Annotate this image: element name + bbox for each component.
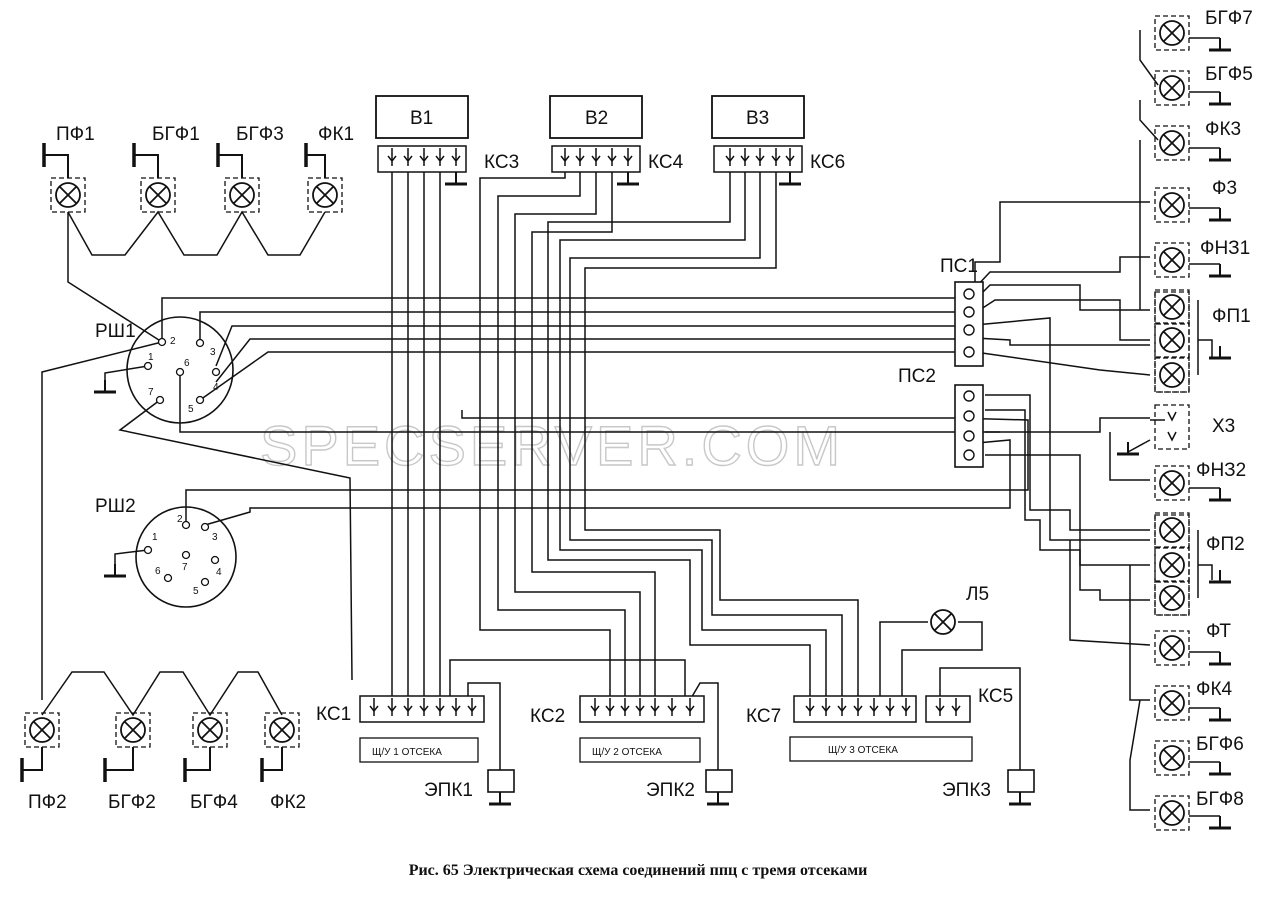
rsh1-pin-3: 3	[210, 347, 216, 358]
lamp-bgf7: БГФ7	[1154, 8, 1253, 52]
label-ks7: КС7	[746, 706, 781, 727]
wires	[41, 30, 1213, 811]
lamp-bgf2: БГФ2	[103, 712, 156, 813]
rsh2-pin-2: 2	[177, 514, 183, 525]
label-shu3: Щ/У 3 ОТСЕКА	[828, 745, 898, 756]
label-fk2: ФК2	[270, 792, 306, 813]
label-ps1: ПС1	[940, 256, 978, 277]
label-l5: Л5	[966, 584, 989, 605]
label-fk1: ФК1	[318, 124, 354, 145]
lamp-bgf6: БГФ6	[1154, 734, 1244, 776]
label-bgf7: БГФ7	[1205, 8, 1253, 29]
block-ks7: КС7 Щ/У 3 ОТСЕКА	[746, 695, 973, 762]
lamp-bgf5: БГФ5	[1154, 64, 1253, 106]
label-bgf4: БГФ4	[190, 792, 238, 813]
block-v3: В3 КС6	[711, 95, 845, 186]
label-bgf1: БГФ1	[152, 124, 200, 145]
lamp-bgf3: БГФ3	[216, 124, 284, 213]
connector-x3: Х3	[1115, 404, 1235, 456]
label-bgf6: БГФ6	[1196, 734, 1244, 755]
label-fk3: ФК3	[1205, 119, 1241, 140]
lamp-group-fp2: ФП2	[1154, 512, 1245, 616]
label-epk2: ЭПК2	[646, 780, 695, 801]
block-v2: В2 КС4	[549, 95, 684, 186]
rsh1-pin-7: 7	[148, 387, 154, 398]
label-ks6: КС6	[810, 152, 845, 173]
label-ps2: ПС2	[898, 366, 936, 387]
lamp-l5: Л5	[930, 584, 989, 635]
rsh1-pin-1: 1	[148, 352, 154, 363]
label-ks5: КС5	[978, 686, 1013, 707]
label-rsh1: РШ1	[95, 321, 136, 342]
lamp-fk1: ФК1	[304, 124, 354, 213]
lamp-fk4: ФК4	[1154, 679, 1233, 722]
rsh1-pin-2: 2	[170, 336, 176, 347]
block-ks1: КС1 Щ/У 1 ОТСЕКА	[316, 695, 485, 763]
label-pf1: ПФ1	[56, 124, 95, 145]
lamp-ft: ФТ	[1154, 621, 1233, 666]
label-bgf2: БГФ2	[108, 792, 156, 813]
block-v1: В1 КС3	[375, 95, 519, 186]
label-fnz2: ФНЗ2	[1196, 460, 1246, 481]
label-ks4: КС4	[648, 152, 684, 173]
label-bgf8: БГФ8	[1196, 789, 1244, 810]
label-v2: В2	[585, 108, 608, 129]
lamp-fk2: ФК2	[260, 712, 306, 813]
rsh2-pin-4: 4	[216, 567, 222, 578]
rsh1-pin-6: 6	[184, 358, 190, 369]
lamp-group-fp1: ФП1	[1154, 289, 1251, 393]
label-f3: Ф3	[1212, 178, 1237, 199]
relay-epk1: ЭПК1	[424, 769, 515, 806]
rsh2-pin-5: 5	[193, 586, 199, 597]
terminal-ps2: ПС2	[898, 366, 984, 468]
block-ks5: КС5	[925, 686, 1013, 723]
lamp-fnz2: ФНЗ2	[1154, 460, 1246, 502]
label-fp1: ФП1	[1212, 306, 1251, 327]
rsh2-pin-3: 3	[212, 532, 218, 543]
rsh1-pin-5: 5	[188, 404, 194, 415]
label-ks1: КС1	[316, 704, 351, 725]
figure-caption: Рис. 65 Электрическая схема соединений п…	[408, 862, 868, 879]
rsh1-pin-4: 4	[213, 382, 219, 393]
label-pf2: ПФ2	[28, 792, 67, 813]
label-v3: В3	[746, 108, 769, 129]
label-ks2: КС2	[530, 706, 565, 727]
rsh2-pin-6: 6	[155, 566, 161, 577]
watermark: SPECSERVER.COM	[260, 414, 844, 477]
label-fnz1: ФНЗ1	[1200, 238, 1250, 259]
label-v1: В1	[410, 108, 433, 129]
label-epk1: ЭПК1	[424, 780, 473, 801]
label-ks3: КС3	[484, 152, 519, 173]
lamp-bgf1: БГФ1	[132, 124, 200, 213]
lamp-bgf4: БГФ4	[183, 712, 238, 813]
lamp-fnz1: ФНЗ1	[1154, 238, 1250, 278]
label-bgf3: БГФ3	[236, 124, 284, 145]
label-ft: ФТ	[1206, 621, 1231, 642]
relay-epk2: ЭПК2	[646, 769, 733, 806]
block-ks2: КС2 Щ/У 2 ОТСЕКА	[530, 695, 705, 763]
terminal-ps1: ПС1	[940, 256, 984, 367]
label-shu2: Щ/У 2 ОТСЕКА	[592, 747, 662, 758]
lamp-pf2: ПФ2	[20, 712, 67, 813]
label-shu1: Щ/У 1 ОТСЕКА	[372, 747, 442, 758]
rsh2-pin-7: 7	[182, 562, 188, 573]
lamp-pf1: ПФ1	[42, 124, 95, 213]
label-fp2: ФП2	[1206, 534, 1245, 555]
rsh2-pin-1: 1	[152, 532, 158, 543]
label-fk4: ФК4	[1196, 679, 1233, 700]
label-x3: Х3	[1212, 416, 1235, 437]
connector-rsh2: 2 3 1 7 4 5 6 РШ2	[95, 496, 237, 608]
label-rsh2: РШ2	[95, 496, 136, 517]
relay-epk3: ЭПК3	[942, 769, 1035, 806]
lamp-f3: Ф3	[1154, 178, 1237, 223]
connector-rsh1: 2 3 1 6 4 5 7 РШ1	[92, 316, 234, 424]
lamp-fk3: ФК3	[1154, 119, 1241, 162]
label-epk3: ЭПК3	[942, 780, 991, 801]
label-bgf5: БГФ5	[1205, 64, 1253, 85]
lamp-bgf8: БГФ8	[1154, 789, 1244, 831]
